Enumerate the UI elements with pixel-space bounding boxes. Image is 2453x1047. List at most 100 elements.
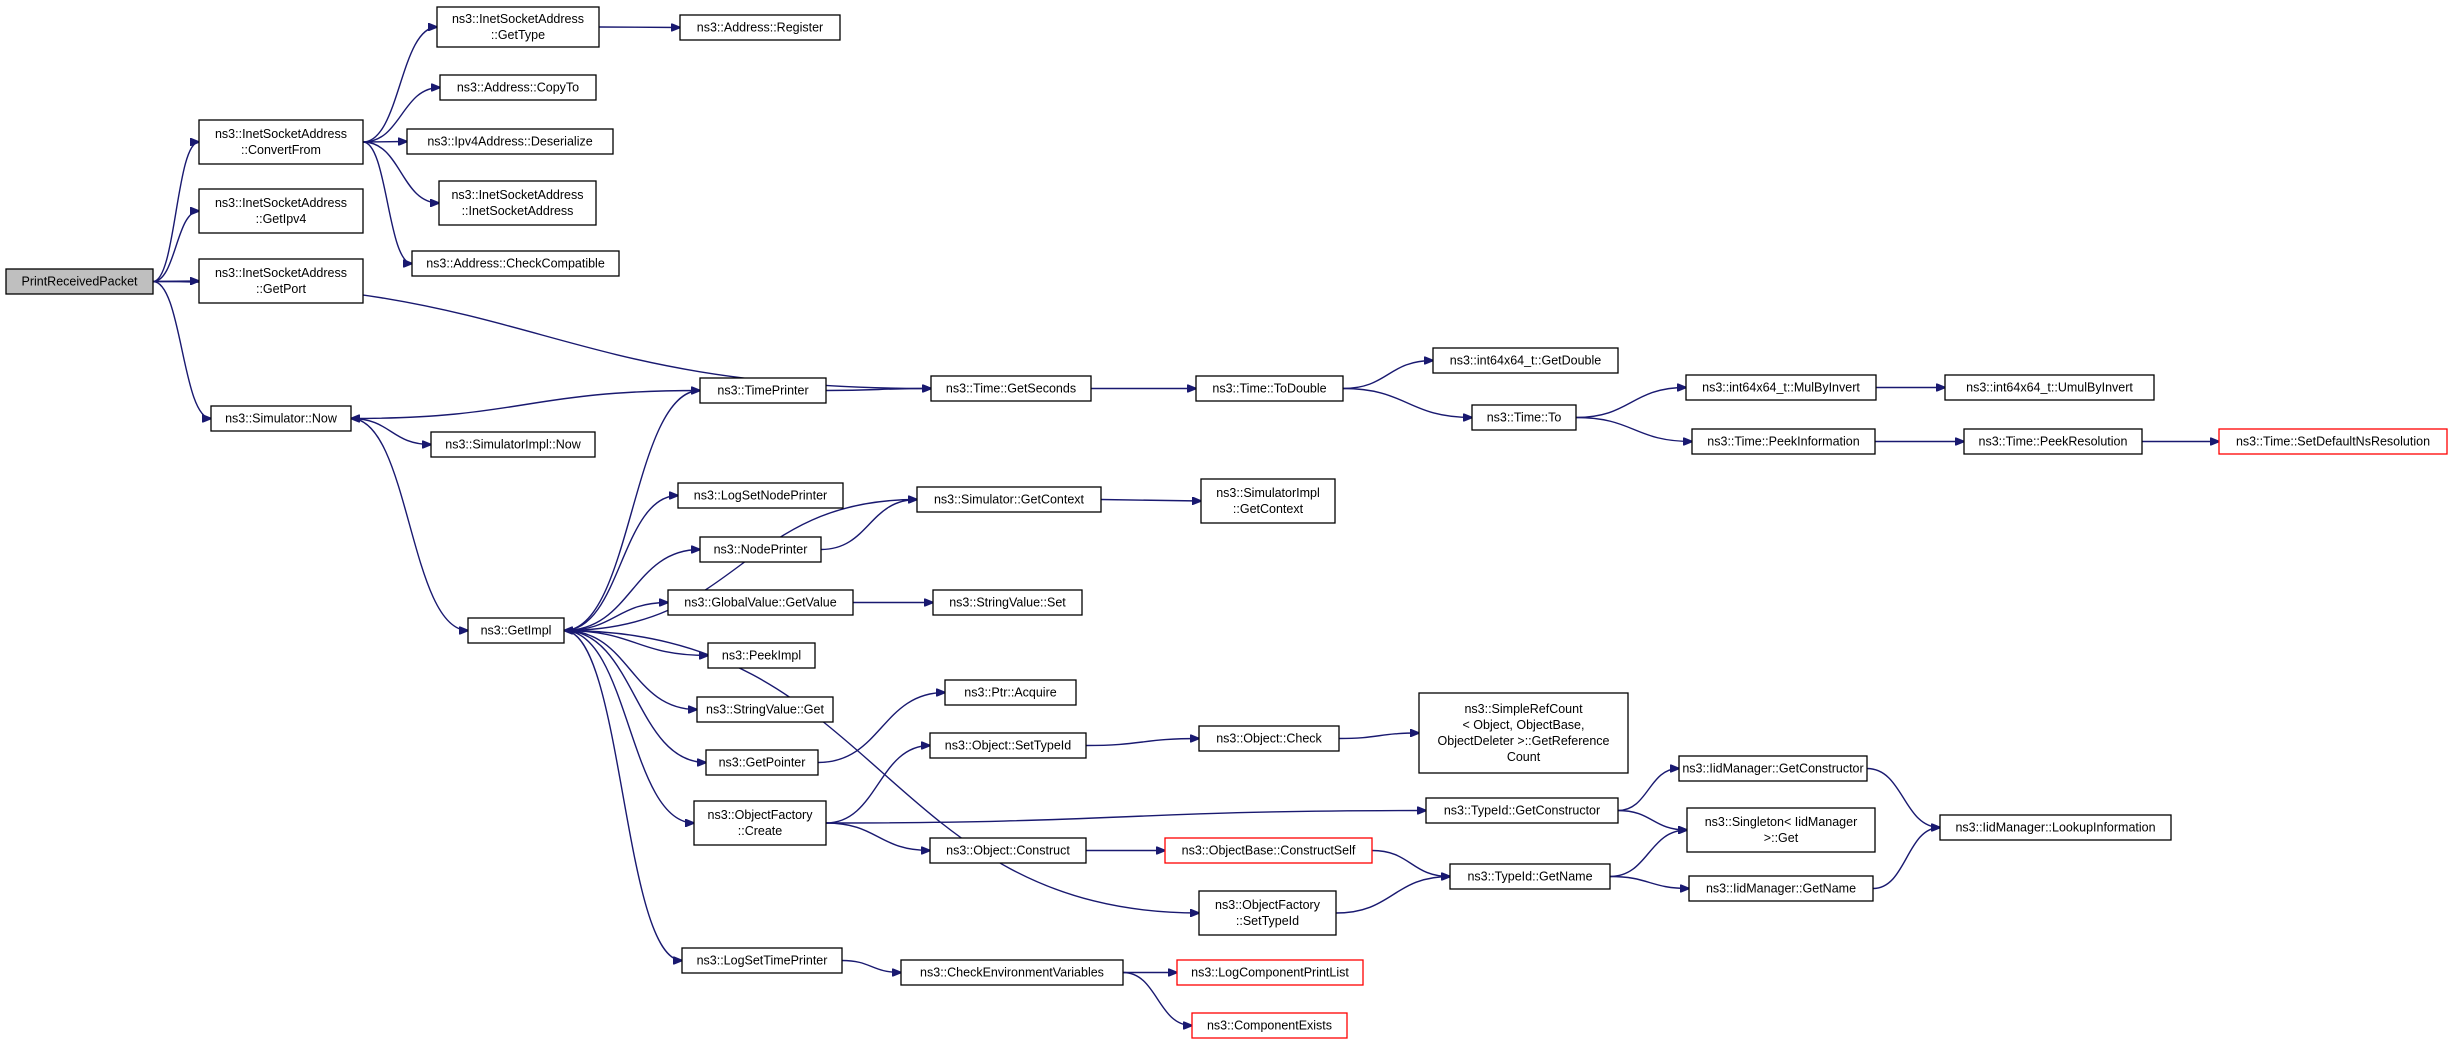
node-int64-umul-by-invert[interactable]: ns3::int64x64_t::UmulByInvert xyxy=(1944,374,2155,401)
node-iid-get-name[interactable]: ns3::IidManager::GetName xyxy=(1688,875,1874,902)
node-box xyxy=(1963,428,2143,455)
node-label: ns3::Time::ToDouble xyxy=(1212,382,1326,396)
node-int64-get-double[interactable]: ns3::int64x64_t::GetDouble xyxy=(1432,347,1619,374)
node-address-check-compatible[interactable]: ns3::Address::CheckCompatible xyxy=(411,250,620,277)
node-node-printer[interactable]: ns3::NodePrinter xyxy=(699,536,822,563)
edge-get-impl-to-node-printer xyxy=(563,550,700,632)
node-label: ns3::LogSetTimePrinter xyxy=(697,954,828,968)
edge-type-id-get-constructor-to-iid-get-constructor xyxy=(1617,769,1679,812)
node-box xyxy=(1418,692,1629,774)
node-label: ns3::InetSocketAddress xyxy=(452,12,584,26)
node-label: ns3::GlobalValue::GetValue xyxy=(684,596,836,610)
edge-type-id-get-name-to-singleton-get xyxy=(1609,830,1687,878)
node-object-base-construct-self[interactable]: ns3::ObjectBase::ConstructSelf xyxy=(1164,837,1373,864)
edge-node-printer-to-simulator-get-context xyxy=(820,500,917,551)
node-label: ns3::Address::CopyTo xyxy=(457,81,579,95)
node-get-pointer[interactable]: ns3::GetPointer xyxy=(705,749,819,776)
node-box xyxy=(198,119,364,165)
node-log-set-node-printer[interactable]: ns3::LogSetNodePrinter xyxy=(677,482,844,509)
node-label: ns3::SimpleRefCount xyxy=(1464,702,1583,716)
node-label: ns3::GetPointer xyxy=(719,756,806,770)
node-object-set-type-id[interactable]: ns3::Object::SetTypeId xyxy=(929,732,1087,759)
node-object-check[interactable]: ns3::Object::Check xyxy=(1198,725,1340,752)
node-label: ns3::InetSocketAddress xyxy=(215,266,347,280)
node-iid-lookup-information[interactable]: ns3::IidManager::LookupInformation xyxy=(1939,814,2172,841)
node-layer: PrintReceivedPacket ns3::InetSocketAddres… xyxy=(5,6,2448,1039)
node-simple-ref-count[interactable]: ns3::SimpleRefCount< Object, ObjectBase,… xyxy=(1418,692,1629,774)
node-time-to[interactable]: ns3::Time::To xyxy=(1471,404,1577,431)
edge-object-check-to-simple-ref-count xyxy=(1338,733,1419,740)
node-inet-get-type[interactable]: ns3::InetSocketAddress::GetType xyxy=(436,6,600,48)
node-label: ns3::Address::Register xyxy=(697,21,823,35)
node-box xyxy=(693,800,827,846)
node-box xyxy=(696,696,834,723)
node-ptr-acquire[interactable]: ns3::Ptr::Acquire xyxy=(944,679,1077,706)
edge-inet-convert-from-to-address-check-compatible xyxy=(362,141,412,264)
node-log-set-time-printer[interactable]: ns3::LogSetTimePrinter xyxy=(681,947,843,974)
node-simulator-impl-get-context[interactable]: ns3::SimulatorImpl::GetContext xyxy=(1200,478,1336,524)
node-object-construct[interactable]: ns3::Object::Construct xyxy=(929,837,1087,864)
edge-time-to-to-time-peek-information xyxy=(1575,416,1692,442)
node-time-peek-information[interactable]: ns3::Time::PeekInformation xyxy=(1691,428,1876,455)
node-singleton-get[interactable]: ns3::Singleton< IidManager>::Get xyxy=(1686,807,1876,853)
node-label: ns3::int64x64_t::UmulByInvert xyxy=(1966,381,2133,395)
edge-get-impl-to-object-factory-set-type-id xyxy=(563,629,1199,914)
node-simulator-impl-now[interactable]: ns3::SimulatorImpl::Now xyxy=(430,431,596,458)
node-box xyxy=(929,837,1087,864)
node-time-get-seconds[interactable]: ns3::Time::GetSeconds xyxy=(930,375,1092,402)
node-box xyxy=(406,128,614,155)
node-box xyxy=(1191,1012,1348,1039)
node-label: ns3::Ipv4Address::Deserialize xyxy=(427,135,592,149)
node-string-value-set[interactable]: ns3::StringValue::Set xyxy=(932,589,1083,616)
edge-inet-convert-from-to-ipv4-deserialize xyxy=(362,142,407,143)
node-check-environment-variables[interactable]: ns3::CheckEnvironmentVariables xyxy=(900,959,1124,986)
node-type-id-get-constructor[interactable]: ns3::TypeId::GetConstructor xyxy=(1425,797,1619,824)
node-type-id-get-name[interactable]: ns3::TypeId::GetName xyxy=(1449,863,1611,890)
edge-iid-get-name-to-iid-lookup-information xyxy=(1872,828,1940,890)
node-object-factory-set-type-id[interactable]: ns3::ObjectFactory::SetTypeId xyxy=(1198,890,1337,936)
node-iid-get-constructor[interactable]: ns3::IidManager::GetConstructor xyxy=(1678,755,1868,782)
node-box xyxy=(1688,875,1874,902)
node-label: ns3::Time::PeekResolution xyxy=(1979,435,2128,449)
node-label: ::GetType xyxy=(491,28,545,42)
node-inet-get-ipv4[interactable]: ns3::InetSocketAddress::GetIpv4 xyxy=(198,188,364,234)
node-log-component-print-list[interactable]: ns3::LogComponentPrintList xyxy=(1176,959,1364,986)
node-time-to-double[interactable]: ns3::Time::ToDouble xyxy=(1195,375,1344,402)
node-label: ns3::PeekImpl xyxy=(722,649,801,663)
node-print-received-packet[interactable]: PrintReceivedPacket xyxy=(5,268,154,295)
node-address-copy-to[interactable]: ns3::Address::CopyTo xyxy=(439,74,597,101)
node-time-printer[interactable]: ns3::TimePrinter xyxy=(699,377,827,404)
node-inet-ctor[interactable]: ns3::InetSocketAddress::InetSocketAddres… xyxy=(438,180,597,226)
node-label: ns3::SimulatorImpl xyxy=(1216,486,1320,500)
node-time-set-default-ns-resolution[interactable]: ns3::Time::SetDefaultNsResolution xyxy=(2218,428,2448,455)
node-component-exists[interactable]: ns3::ComponentExists xyxy=(1191,1012,1348,1039)
node-get-impl[interactable]: ns3::GetImpl xyxy=(467,617,565,644)
node-ipv4-deserialize[interactable]: ns3::Ipv4Address::Deserialize xyxy=(406,128,614,155)
edge-type-id-get-constructor-to-singleton-get xyxy=(1617,809,1687,831)
node-simulator-get-context[interactable]: ns3::Simulator::GetContext xyxy=(916,486,1102,513)
edge-object-set-type-id-to-object-check xyxy=(1085,739,1199,747)
node-box xyxy=(916,486,1102,513)
node-int64-mul-by-invert[interactable]: ns3::int64x64_t::MulByInvert xyxy=(1685,374,1877,401)
node-global-value-get-value[interactable]: ns3::GlobalValue::GetValue xyxy=(667,589,854,616)
node-label: ns3::Ptr::Acquire xyxy=(964,686,1056,700)
edge-print-received-packet-to-inet-get-ipv4 xyxy=(152,211,199,283)
node-address-register[interactable]: ns3::Address::Register xyxy=(679,14,841,41)
node-inet-convert-from[interactable]: ns3::InetSocketAddress::ConvertFrom xyxy=(198,119,364,165)
node-string-value-get[interactable]: ns3::StringValue::Get xyxy=(696,696,834,723)
node-label: ns3::int64x64_t::MulByInvert xyxy=(1702,381,1860,395)
node-peek-impl[interactable]: ns3::PeekImpl xyxy=(707,642,816,669)
node-simulator-now[interactable]: ns3::Simulator::Now xyxy=(210,405,352,432)
edge-time-printer-to-simulator-now xyxy=(351,389,701,419)
edge-type-id-get-name-to-iid-get-name xyxy=(1609,875,1689,889)
node-box xyxy=(699,377,827,404)
node-label: ns3::Simulator::Now xyxy=(225,412,338,426)
node-box xyxy=(1944,374,2155,401)
node-inet-get-port[interactable]: ns3::InetSocketAddress::GetPort xyxy=(198,258,364,304)
node-object-factory-create[interactable]: ns3::ObjectFactory::Create xyxy=(693,800,827,846)
node-time-peek-resolution[interactable]: ns3::Time::PeekResolution xyxy=(1963,428,2143,455)
node-box xyxy=(1200,478,1336,524)
node-label: ns3::Simulator::GetContext xyxy=(934,493,1085,507)
edge-object-base-construct-self-to-type-id-get-name xyxy=(1371,849,1450,877)
